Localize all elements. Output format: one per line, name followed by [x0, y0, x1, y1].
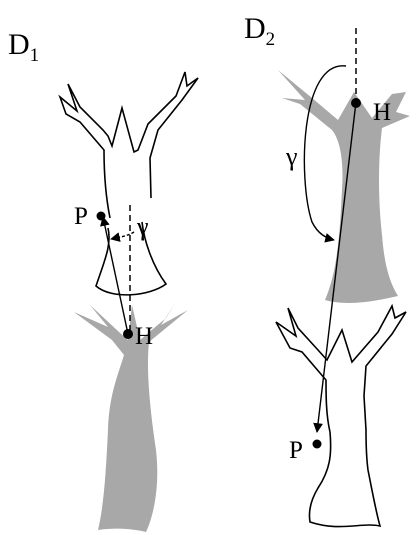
d1-point-p: [97, 212, 106, 221]
panel-d1: D1 H P γ: [8, 28, 198, 532]
d2-point-h: [351, 98, 361, 108]
d2-label-h: H: [373, 99, 391, 126]
d1-point-h: [123, 329, 133, 339]
d1-label-p: P: [74, 203, 88, 230]
d2-label-gamma: γ: [285, 142, 298, 171]
d2-panel-label: D2: [244, 12, 275, 50]
d1-outline-tree: [60, 72, 198, 218]
d2-angle-arc: [304, 66, 346, 240]
d2-label-p: P: [289, 437, 303, 464]
d1-label-gamma: γ: [136, 212, 149, 241]
d2-point-p: [313, 440, 322, 449]
panel-d2: D2 H P γ: [244, 12, 410, 527]
d1-label-h: H: [135, 323, 153, 350]
d1-panel-label: D1: [8, 28, 39, 66]
d2-outline-tree: [276, 306, 406, 432]
